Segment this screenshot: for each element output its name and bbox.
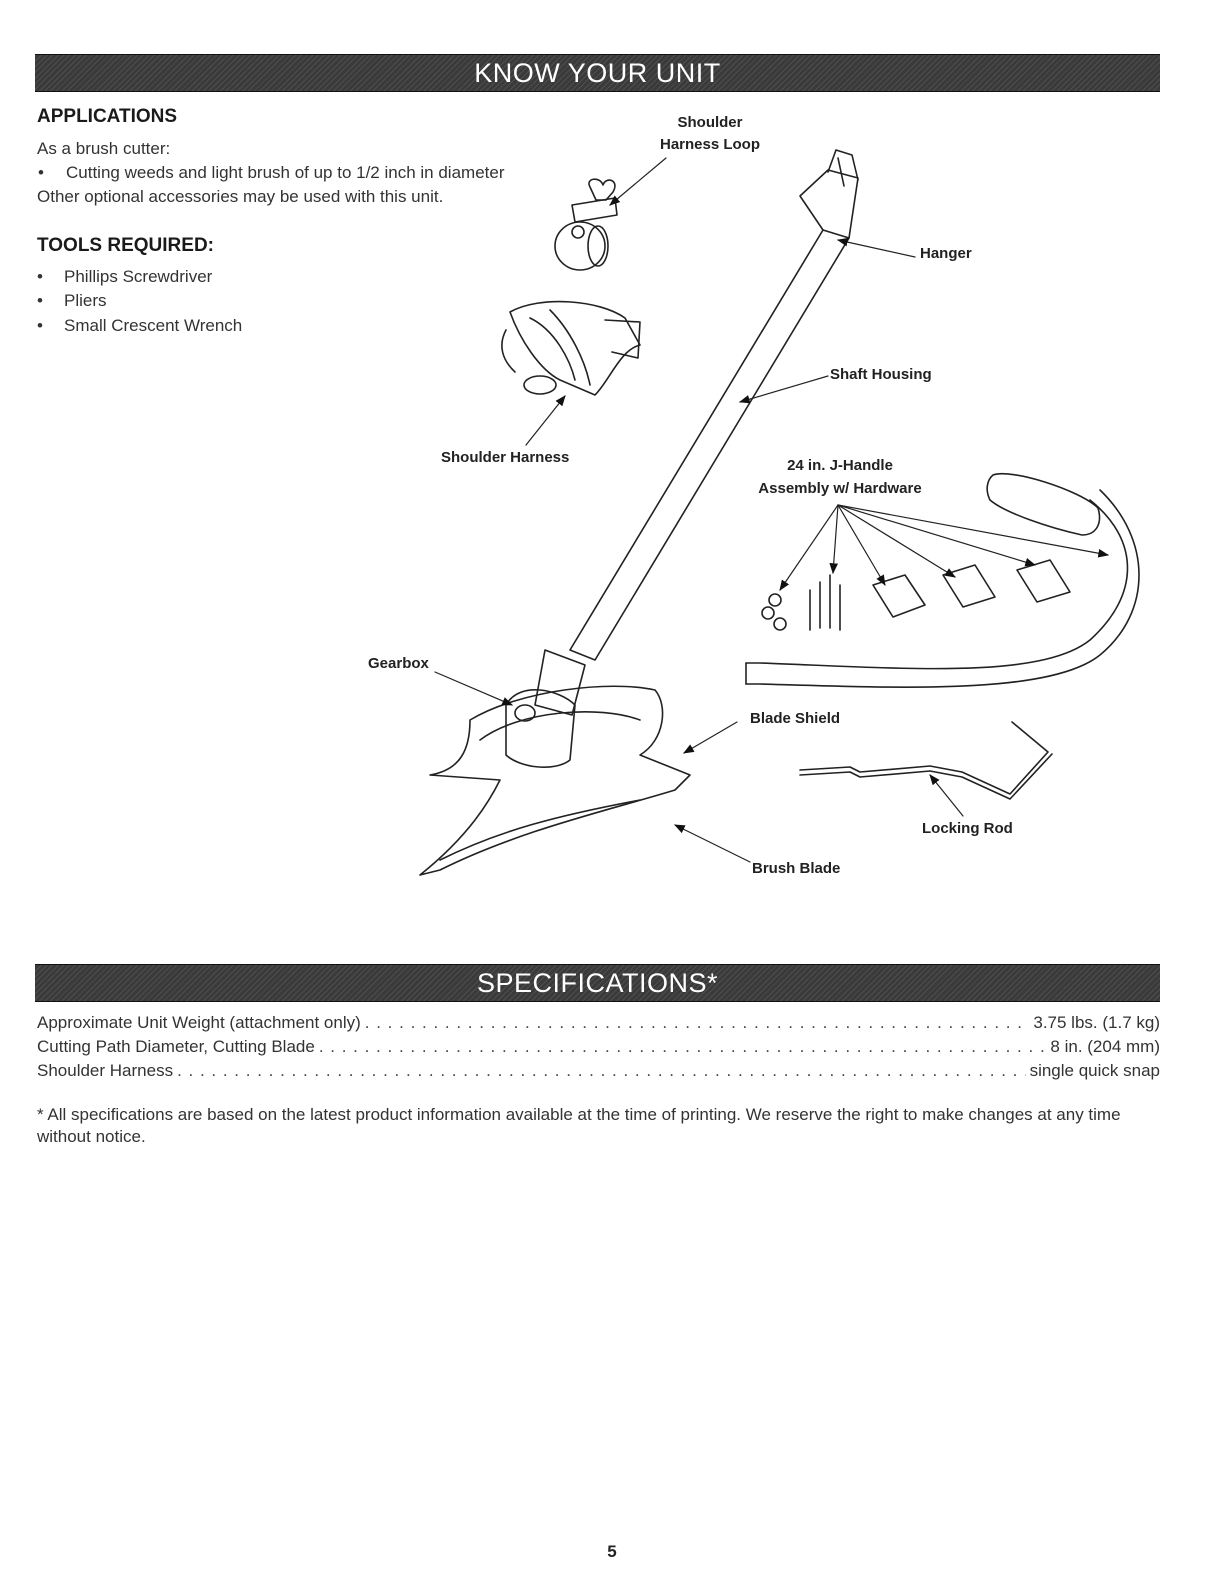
page-number: 5 bbox=[607, 1542, 617, 1561]
bullet-dot: • bbox=[37, 316, 43, 335]
label-shaft-housing: Shaft Housing bbox=[830, 366, 932, 383]
tool-item: Pliers bbox=[64, 291, 107, 310]
shaft-housing-part bbox=[569, 149, 859, 661]
j-handle-part bbox=[745, 472, 1140, 688]
hardware-parts bbox=[761, 559, 1071, 631]
know-your-unit-banner: KNOW YOUR UNIT bbox=[35, 54, 1160, 92]
applications-bullet: Cutting weeds and light brush of up to 1… bbox=[66, 163, 505, 182]
applications-heading: APPLICATIONS bbox=[37, 106, 178, 127]
label-j-handle-line2: Assembly w/ Hardware bbox=[758, 480, 922, 497]
label-hanger: Hanger bbox=[920, 245, 972, 262]
locking-rod-part bbox=[799, 721, 1053, 800]
dot-leader bbox=[365, 1013, 1030, 1033]
spec-row: Approximate Unit Weight (attachment only… bbox=[37, 1013, 1160, 1035]
spec-row: Cutting Path Diameter, Cutting Blade 8 i… bbox=[37, 1037, 1160, 1059]
bullet-dot: • bbox=[37, 267, 43, 286]
bullet-dot: • bbox=[38, 163, 44, 182]
label-gearbox: Gearbox bbox=[368, 655, 429, 672]
banner-title: SPECIFICATIONS* bbox=[476, 968, 719, 998]
spec-value: 8 in. (204 mm) bbox=[1050, 1037, 1160, 1056]
harness-loop-clip bbox=[554, 178, 618, 271]
label-j-handle-line1: 24 in. J-Handle bbox=[787, 457, 893, 474]
leader-lines bbox=[434, 157, 1110, 863]
tools-heading: TOOLS REQUIRED: bbox=[37, 235, 214, 256]
spec-label: Approximate Unit Weight (attachment only… bbox=[37, 1013, 361, 1032]
shoulder-harness-part bbox=[501, 300, 641, 396]
label-locking-rod: Locking Rod bbox=[922, 820, 1013, 837]
tool-item: Phillips Screwdriver bbox=[64, 267, 213, 286]
gearbox-part bbox=[505, 649, 586, 768]
unit-diagram bbox=[419, 149, 1140, 876]
applications-intro: As a brush cutter: bbox=[37, 139, 171, 158]
label-shoulder-harness: Shoulder Harness bbox=[441, 449, 570, 466]
spec-value: 3.75 lbs. (1.7 kg) bbox=[1033, 1013, 1160, 1032]
bullet-dot: • bbox=[37, 291, 43, 310]
dot-leader bbox=[319, 1037, 1047, 1057]
blade-part bbox=[419, 685, 691, 876]
spec-value: single quick snap bbox=[1029, 1061, 1160, 1080]
banner-title: KNOW YOUR UNIT bbox=[474, 58, 721, 88]
applications-note: Other optional accessories may be used w… bbox=[37, 187, 444, 206]
dot-leader bbox=[177, 1061, 1026, 1081]
label-shoulder-harness-loop-line2: Harness Loop bbox=[659, 136, 761, 153]
spec-label: Shoulder Harness bbox=[37, 1061, 174, 1080]
label-brush-blade: Brush Blade bbox=[752, 860, 841, 877]
footnote: * All specifications are based on the la… bbox=[37, 1105, 1121, 1146]
spec-row: Shoulder Harness single quick snap bbox=[37, 1061, 1160, 1083]
tool-item: Small Crescent Wrench bbox=[64, 316, 243, 335]
spec-label: Cutting Path Diameter, Cutting Blade bbox=[37, 1037, 315, 1056]
specifications-banner: SPECIFICATIONS* bbox=[35, 964, 1160, 1002]
label-blade-shield: Blade Shield bbox=[750, 710, 841, 727]
label-shoulder-harness-loop-line1: Shoulder bbox=[677, 114, 743, 131]
